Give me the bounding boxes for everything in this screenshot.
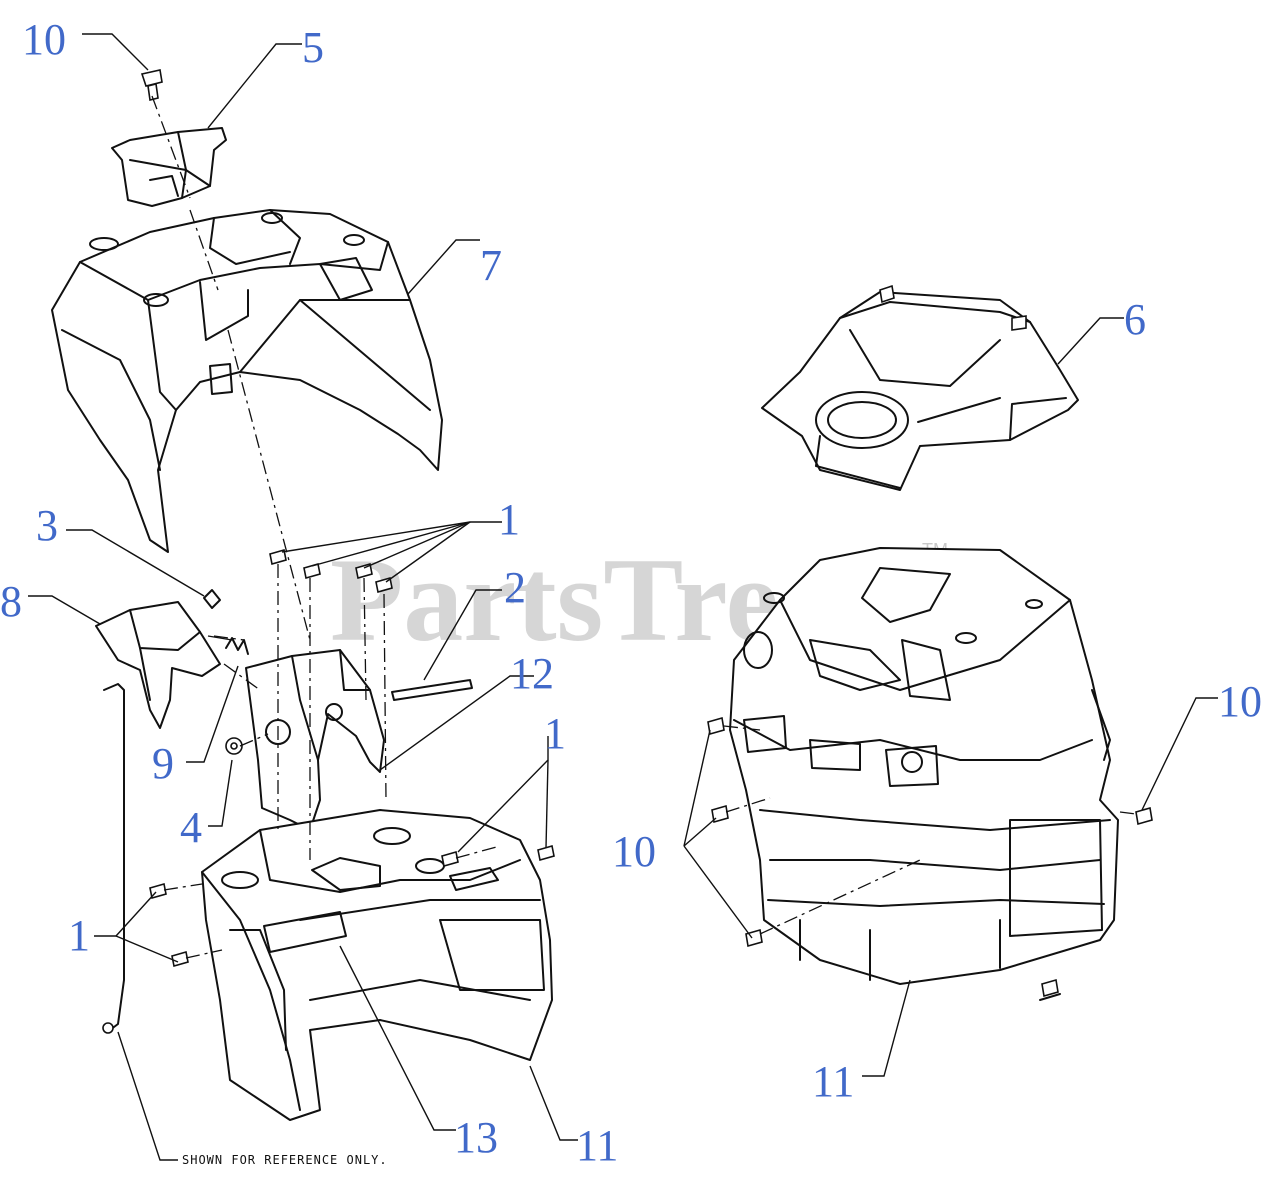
assembled-dash-right bbox=[729, 547, 1119, 1001]
callout-10-left: 10 bbox=[612, 827, 656, 876]
part-9-spring bbox=[207, 635, 249, 655]
callout-12: 12 bbox=[510, 649, 554, 698]
part-10-screws-right bbox=[707, 716, 1153, 998]
part-5-bracket bbox=[111, 127, 227, 207]
callout-1-mid: 1 bbox=[544, 709, 566, 758]
part-1-screws-left bbox=[149, 882, 189, 968]
reference-note: SHOWN FOR REFERENCE ONLY. bbox=[182, 1153, 388, 1167]
callout-8: 8 bbox=[0, 577, 22, 626]
part-1-screws-mid bbox=[441, 844, 555, 868]
callout-10-top: 10 bbox=[22, 15, 66, 64]
part-7-upper-dash bbox=[51, 209, 443, 553]
callout-2: 2 bbox=[504, 563, 526, 612]
part-12-bracket-plate bbox=[245, 649, 385, 831]
callout-11-right: 11 bbox=[812, 1057, 854, 1106]
part-6-console-cover bbox=[761, 284, 1079, 491]
part-3-clip bbox=[203, 589, 221, 609]
assembly-centerlines bbox=[151, 95, 1137, 959]
callout-3: 3 bbox=[36, 501, 58, 550]
part-2-pin bbox=[391, 679, 473, 701]
callout-1-left: 1 bbox=[68, 911, 90, 960]
part-4-washer bbox=[225, 737, 243, 755]
callout-11-left: 11 bbox=[576, 1121, 618, 1170]
callout-1-top: 1 bbox=[498, 495, 520, 544]
callout-13: 13 bbox=[454, 1113, 498, 1162]
callout-6: 6 bbox=[1124, 295, 1146, 344]
part-1-screws-top bbox=[269, 548, 393, 594]
callout-5: 5 bbox=[302, 23, 324, 72]
callout-7: 7 bbox=[480, 241, 502, 290]
part-11-lower-dash-left bbox=[201, 809, 553, 1121]
reference-rod bbox=[102, 683, 125, 1034]
leader-lines bbox=[28, 33, 1218, 1161]
callout-9: 9 bbox=[152, 739, 174, 788]
callout-4: 4 bbox=[180, 803, 202, 852]
part-10-screw-top bbox=[140, 69, 163, 101]
part-8-lever-bracket bbox=[95, 601, 221, 729]
callout-10-right: 10 bbox=[1218, 677, 1262, 726]
part-13-support-bracket bbox=[263, 911, 347, 953]
